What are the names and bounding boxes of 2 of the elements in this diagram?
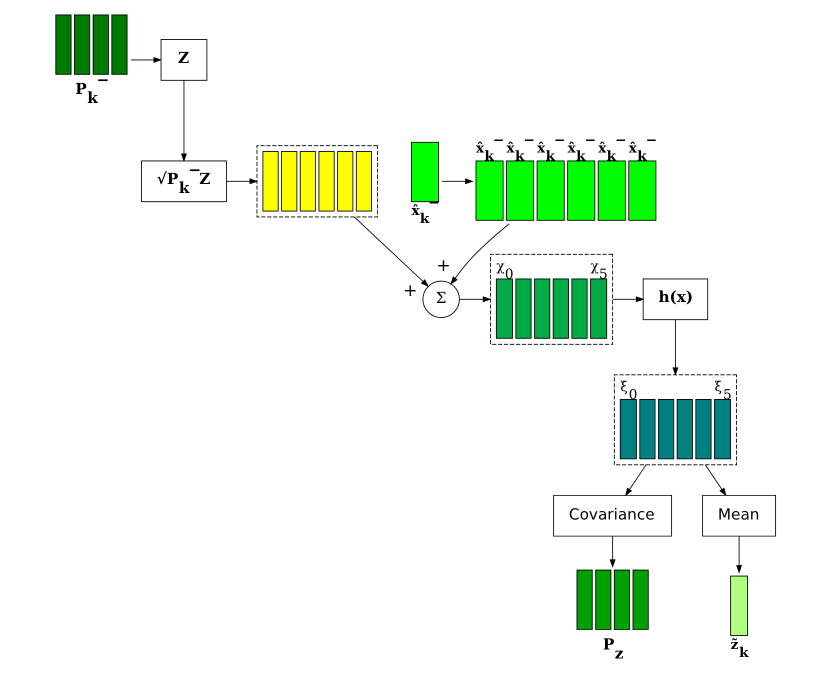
edge-label: + bbox=[403, 280, 418, 301]
edge-label: + bbox=[436, 256, 451, 276]
